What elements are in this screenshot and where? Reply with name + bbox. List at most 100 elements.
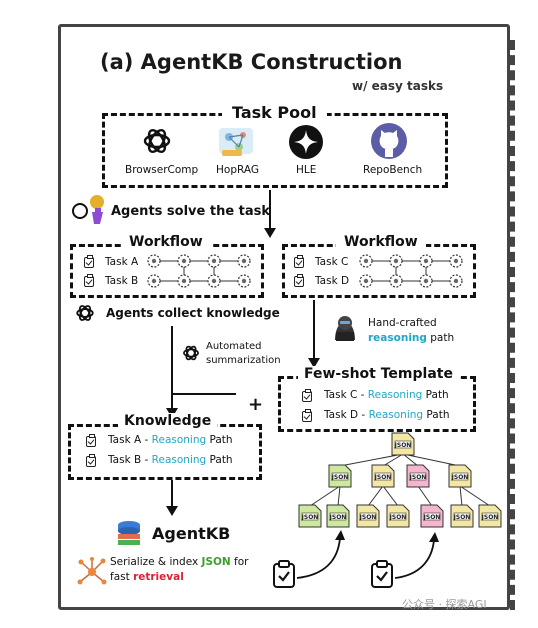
clipboard-icon [371,560,393,588]
json-file-icon: JSON [420,504,444,528]
tree-edge [339,453,404,467]
task-pool-label-hoprag: HopRAG [216,164,259,176]
checkbox-icon [84,255,94,268]
row-prefix: Task A - [108,434,152,446]
tree-edge [402,453,461,467]
json-label: JSON [359,514,377,521]
automated-line2: summarization [206,355,281,366]
json-file-icon: JSON [298,504,322,528]
task-pool-label-hle: HLE [296,164,317,176]
flow-node-core [423,258,429,264]
json-file-icon: JSON [356,504,380,528]
flow-node-core [211,278,217,284]
row-suffix: Path [206,434,233,446]
json-highlight: JSON [201,556,231,568]
tree-edge [402,453,419,467]
json-label: JSON [481,514,499,521]
flow-node-core [423,278,429,284]
tree-edge [382,485,399,507]
tree-edge [417,485,433,507]
serialize-text-2: for [230,556,249,568]
json-file-icon: JSON [371,464,395,488]
json-label: JSON [331,474,349,481]
flow-node-core [453,278,459,284]
hacker-icon [335,316,355,341]
flow-node-core [211,258,217,264]
row-suffix: Path [422,389,449,401]
agents-logos-icon [72,195,104,224]
flow-node-core [363,278,369,284]
flow-node-core [363,258,369,264]
json-label: JSON [453,514,471,521]
json-file-icon: JSON [406,464,430,488]
row-prefix: Task D - [324,409,369,421]
clipboard-icon [273,560,295,588]
checkbox-icon [294,274,304,287]
automated-line1: Automated [206,341,262,352]
checkbox-icon [302,409,312,422]
tree-edge [367,485,384,507]
json-file-icon: JSON [478,504,502,528]
outer-frame [58,24,510,610]
sparkle-icon [289,125,323,159]
agents-collect-label: Agents collect knowledge [106,306,280,320]
task-pool-heading: Task Pool [222,103,327,122]
openai-logo-icon [76,305,94,321]
knowledge-row-2: Task B - Reasoning Path [108,454,233,466]
reasoning-highlight: Reasoning [151,454,207,466]
json-file-icon: JSON [391,432,415,456]
flow-node-core [393,278,399,284]
hand-crafted-line1: Hand-crafted [368,317,437,329]
few-shot-heading: Few-shot Template [298,366,459,382]
github-icon [371,123,407,159]
workflow-task-a: Task A [105,256,139,268]
plus-sign: + [248,394,264,415]
json-file-icon: JSON [326,504,350,528]
reasoning-highlight: Reasoning [368,409,424,421]
task-pool-label-browsercomp: BrowserComp [125,164,199,176]
json-file-icon: JSON [450,504,474,528]
checkbox-icon [294,255,304,268]
workflow-task-b: Task B [105,275,139,287]
json-label: JSON [409,474,427,481]
checkbox-icon [84,274,94,287]
knowledge-heading: Knowledge [118,413,218,429]
network-graph-icon [77,557,107,585]
flow-node-core [181,278,187,284]
tree-edge [337,485,341,507]
json-label: JSON [374,474,392,481]
json-label: JSON [389,514,407,521]
page-subtitle: w/ easy tasks [352,79,444,93]
row-suffix: Path [423,409,450,421]
few-shot-row-1: Task C - Reasoning Path [324,389,449,401]
json-label: JSON [451,474,469,481]
openai-logo-icon [143,128,171,154]
tree-edge [459,485,491,507]
serialize-text: Serialize & index [110,556,202,568]
serialize-line2: fast retrieval [110,571,184,583]
retrieval-highlight: retrieval [133,571,184,583]
workflow-task-d: Task D [315,275,350,287]
row-suffix: Path [206,454,233,466]
workflow-right-heading: Workflow [336,234,426,250]
reasoning-highlight: Reasoning [151,434,207,446]
flow-node-core [151,278,157,284]
workflow-right-graph [359,254,463,288]
flow-node-core [393,258,399,264]
few-shot-row-2: Task D - Reasoning Path [324,409,449,421]
reasoning-highlight: reasoning [368,332,427,344]
flow-node-core [453,258,459,264]
row-prefix: Task C - [324,389,368,401]
flow-node-core [241,258,247,264]
task-pool-label-repobench: RepoBench [363,164,423,176]
tree-edge [459,485,463,507]
serialize-text-3: fast [110,571,134,583]
hoprag-logo-icon [219,128,253,156]
workflow-left-heading: Workflow [121,234,211,250]
checkbox-icon [86,454,96,467]
flow-node-core [241,278,247,284]
tree-edge [309,485,341,507]
